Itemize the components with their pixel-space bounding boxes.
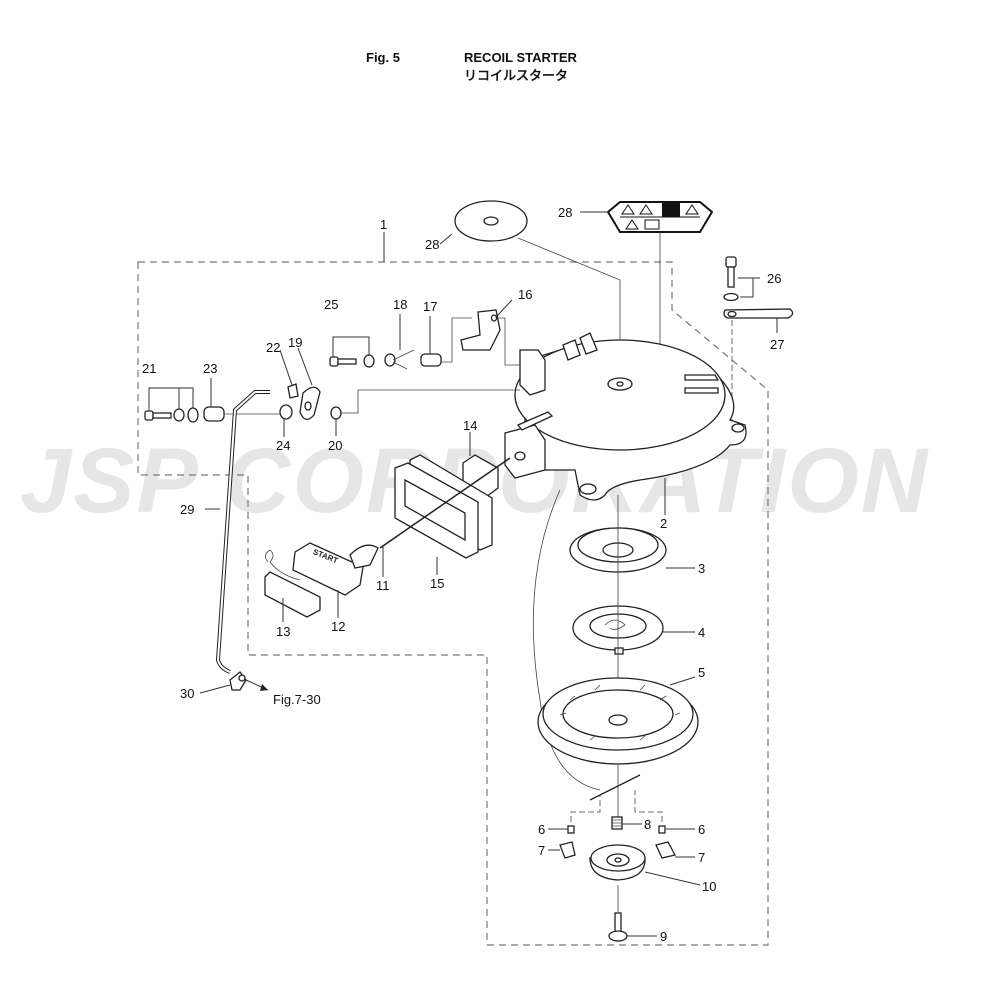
callout-23: 23 [203, 361, 217, 376]
link-22-part [287, 383, 299, 399]
center-line-17 [441, 317, 472, 363]
rope-clip-13-part [264, 549, 321, 618]
callout-4: 4 [698, 625, 705, 640]
callout-9: 9 [660, 929, 667, 944]
callout-8: 8 [644, 817, 651, 832]
spring-6-left-part [567, 825, 575, 834]
rope-path-line [532, 489, 601, 791]
bolt-21-part [144, 407, 199, 423]
center-line-6a [570, 795, 601, 822]
diagram-title: RECOIL STARTER [464, 50, 577, 65]
leader-16 [496, 299, 513, 317]
spring-6-right-part [658, 825, 666, 834]
leader-21 [148, 387, 194, 410]
callout-16: 16 [518, 287, 532, 302]
diagram-title-japanese: リコイルスタータ [464, 68, 569, 83]
callout-13: 13 [276, 624, 290, 639]
leader-19 [297, 347, 313, 386]
callout-28-disc: 28 [425, 237, 439, 252]
callout-7-right: 7 [698, 850, 705, 865]
bolt-26-part [723, 256, 739, 302]
callout-29: 29 [180, 502, 194, 517]
callout-24: 24 [276, 438, 290, 453]
callout-25: 25 [324, 297, 338, 312]
clip-30-part [229, 671, 247, 691]
callout-3: 3 [698, 561, 705, 576]
washer-20-part [330, 406, 342, 420]
callout-17: 17 [423, 299, 437, 314]
rope-end [589, 774, 641, 801]
drive-plate-part [589, 844, 646, 881]
leader-10 [644, 871, 701, 886]
spring-24-part [279, 404, 293, 420]
leader-25 [332, 336, 370, 357]
callout-26: 26 [767, 271, 781, 286]
spring-8-part [611, 816, 623, 830]
callout-2: 2 [660, 516, 667, 531]
callout-28-label: 28 [558, 205, 572, 220]
callout-11: 11 [376, 578, 390, 593]
leader-22 [279, 349, 293, 386]
callout-6-left: 6 [538, 822, 545, 837]
callout-6-right: 6 [698, 822, 705, 837]
bolt-25-part [329, 354, 375, 368]
starter-rope [379, 457, 511, 549]
starter-housing-part [504, 332, 747, 501]
starter-handle-part: START [292, 542, 379, 596]
arrow-head [260, 684, 268, 691]
leader-5 [669, 676, 696, 686]
callout-1: 1 [380, 217, 387, 232]
callout-22: 22 [266, 340, 280, 355]
callout-18: 18 [393, 297, 407, 312]
pawl-7-left-part [559, 841, 576, 859]
reference-fig-7-30: Fig.7-30 [273, 692, 321, 707]
callout-12: 12 [331, 619, 345, 634]
center-line-16 [497, 317, 520, 366]
callout-19: 19 [288, 335, 302, 350]
collar-17-part [420, 353, 442, 367]
cam-19-part [299, 386, 321, 420]
callout-14: 14 [463, 418, 477, 433]
leader-26 [738, 277, 760, 298]
callout-5: 5 [698, 665, 705, 680]
decal-disc-part [454, 200, 528, 242]
callout-7-left: 7 [538, 843, 545, 858]
pawl-7-right-part [655, 841, 676, 859]
figure-number: Fig. 5 [366, 50, 400, 65]
callout-21: 21 [142, 361, 156, 376]
callout-30: 30 [180, 686, 194, 701]
plate-27-part [723, 308, 794, 319]
leader-28a [439, 233, 453, 245]
collar-23-part [203, 406, 225, 422]
warning-label-part [606, 201, 714, 233]
callout-20: 20 [328, 438, 342, 453]
center-line-20 [340, 389, 520, 414]
callout-10: 10 [702, 879, 716, 894]
callout-15: 15 [430, 576, 444, 591]
center-line-6b [634, 790, 663, 822]
assembly-boundary [137, 261, 769, 946]
callout-27: 27 [770, 337, 784, 352]
spring-18-part [384, 349, 415, 370]
bolt-9-part [608, 912, 628, 942]
leader-30 [199, 684, 231, 694]
lever-16-part [460, 309, 501, 351]
rope-reel-part [537, 677, 699, 765]
